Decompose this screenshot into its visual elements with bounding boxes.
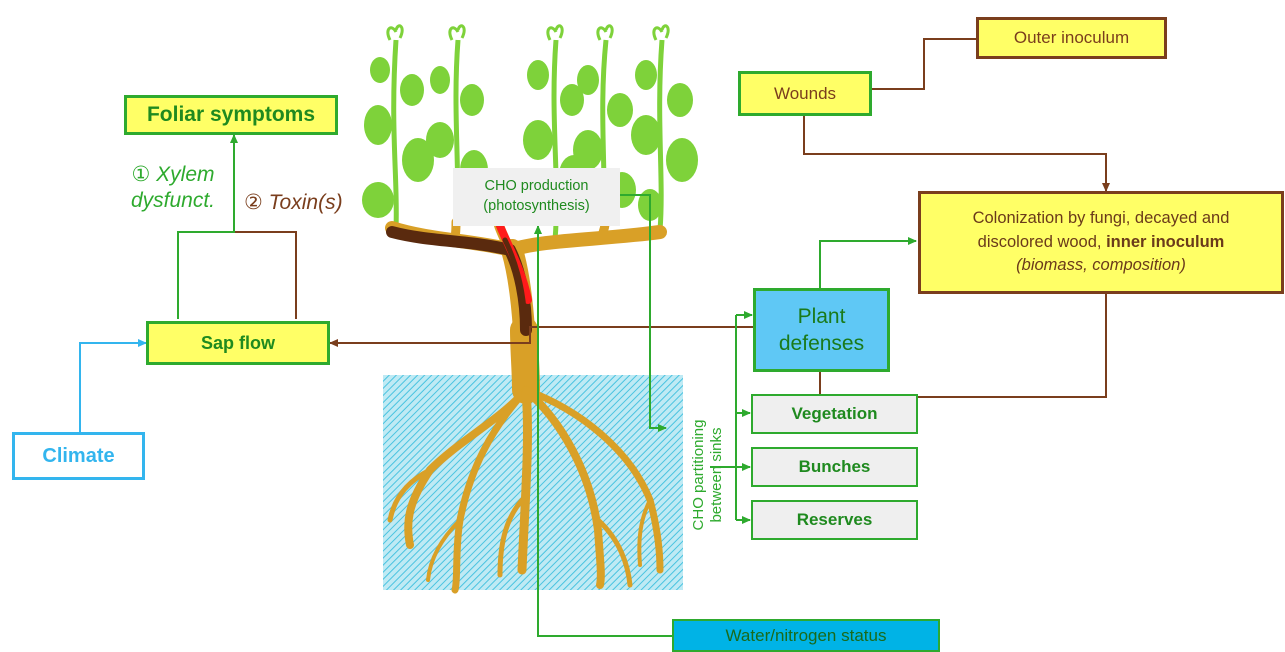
colonization-line2a: discolored wood, (978, 233, 1106, 251)
connector-sapflow-toxins (234, 138, 296, 319)
colonization-box: Colonization by fungi, decayed and disco… (918, 191, 1284, 294)
climate-label: Climate (42, 445, 114, 468)
cho-partition-line1: CHO partitioning (690, 395, 708, 555)
colonization-line1: Colonization by fungi, decayed and (973, 207, 1230, 231)
foliar-symptoms-label: Foliar symptoms (147, 103, 315, 127)
reserves-label: Reserves (797, 510, 873, 530)
plant-defenses-line1: Plant (798, 303, 846, 330)
xylem-line2: dysfunct. (120, 188, 226, 214)
connector-wounds-to-colonization (804, 116, 1106, 191)
water-nitrogen-box: Water/nitrogen status (672, 619, 940, 652)
bunches-label: Bunches (799, 457, 871, 477)
climate-box: Climate (12, 432, 145, 480)
toxins-label: ② Toxin(s) (244, 190, 343, 215)
vegetation-label: Vegetation (792, 404, 878, 424)
sap-flow-label: Sap flow (201, 333, 275, 354)
cho-production-box: CHO production (photosynthesis) (453, 168, 620, 226)
water-nitrogen-label: Water/nitrogen status (726, 626, 887, 646)
cho-production-line2: (photosynthesis) (483, 197, 589, 217)
outer-inoculum-box: Outer inoculum (976, 17, 1167, 59)
connector-trunk-to-sapflow (330, 327, 753, 343)
xylem-dysfunction-label: ① Xylem dysfunct. (120, 162, 226, 215)
cho-partition-line2: between sinks (708, 395, 726, 555)
colonization-line3: (biomass, composition) (1016, 254, 1186, 278)
plant-defenses-line2: defenses (779, 330, 864, 357)
inner-inoculum-label: inner inoculum (1106, 233, 1224, 251)
connector-climate-to-sapflow (80, 343, 146, 432)
connector-defenses-to-colonization (820, 241, 916, 288)
bunches-box: Bunches (751, 447, 918, 487)
cho-partitioning-label: CHO partitioning between sinks (690, 395, 726, 555)
wounds-label: Wounds (774, 84, 836, 104)
outer-inoculum-label: Outer inoculum (1014, 28, 1129, 48)
foliar-symptoms-box: Foliar symptoms (124, 95, 338, 135)
vegetation-box: Vegetation (751, 394, 918, 434)
reserves-box: Reserves (751, 500, 918, 540)
connector-outer-to-wounds (872, 39, 976, 89)
colonization-line2: discolored wood, inner inoculum (978, 231, 1225, 255)
plant-defenses-box: Plant defenses (753, 288, 890, 372)
xylem-line1: ① Xylem (120, 162, 226, 188)
sap-flow-box: Sap flow (146, 321, 330, 365)
cho-production-line1: CHO production (485, 177, 589, 197)
wounds-box: Wounds (738, 71, 872, 116)
